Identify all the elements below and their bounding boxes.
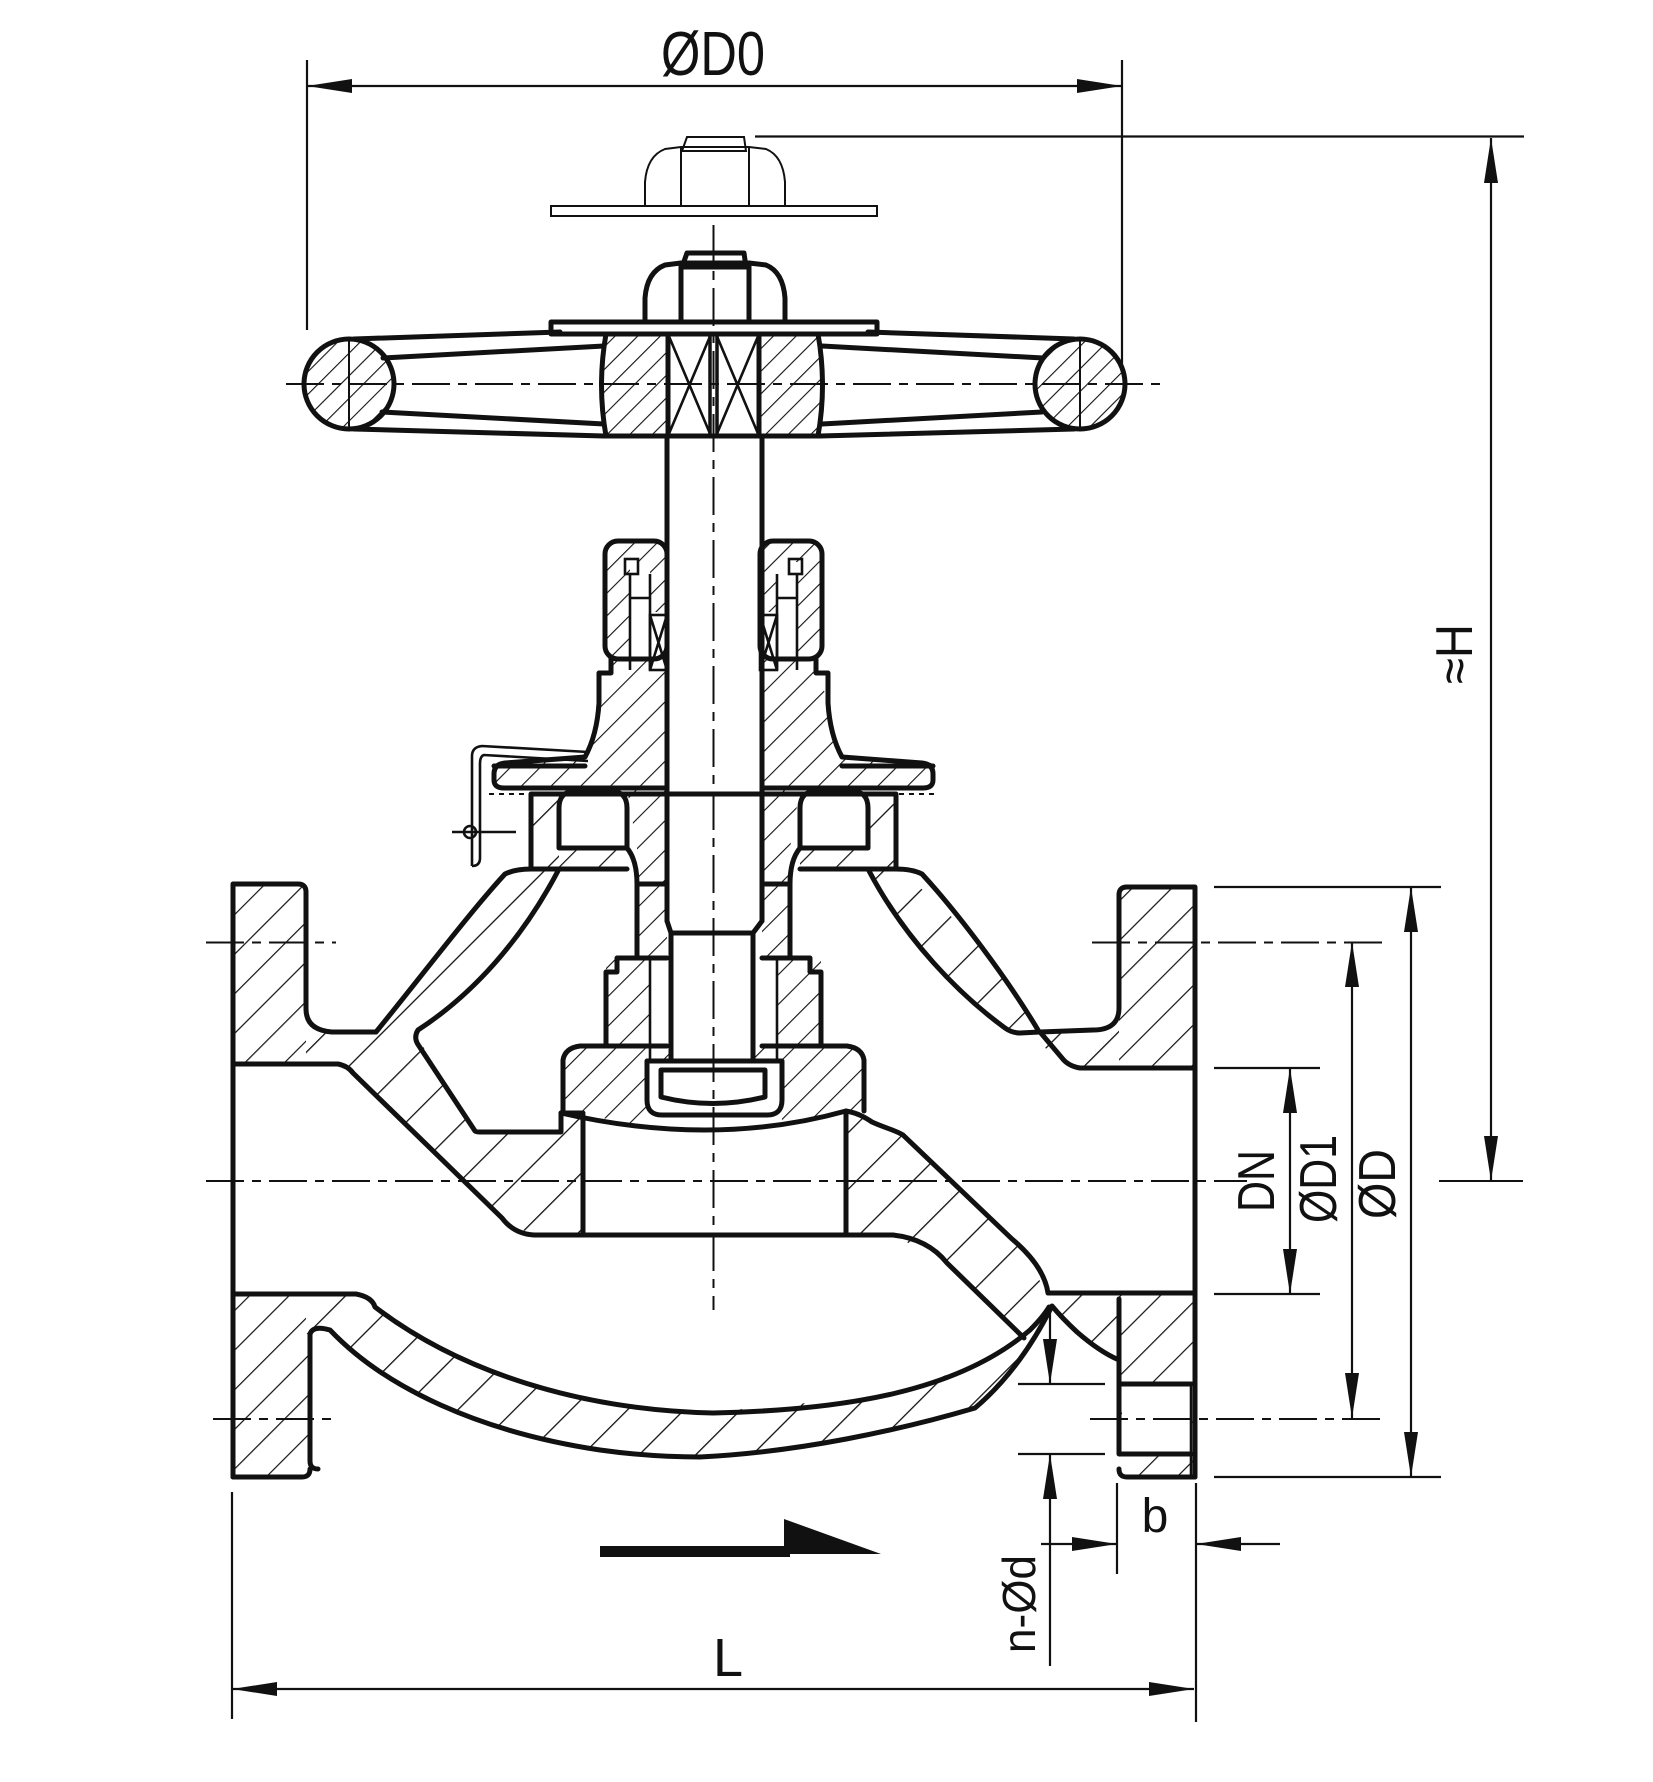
svg-text:ØD0: ØD0	[661, 20, 765, 89]
svg-text:L: L	[713, 1628, 743, 1688]
svg-text:ØD: ØD	[1349, 1149, 1407, 1219]
svg-text:b: b	[1142, 1490, 1169, 1543]
svg-text:ØD1: ØD1	[1290, 1135, 1348, 1223]
svg-text:DN: DN	[1228, 1150, 1286, 1212]
svg-text:n-Ød: n-Ød	[993, 1555, 1045, 1653]
svg-text:≈H: ≈H	[1426, 624, 1484, 684]
